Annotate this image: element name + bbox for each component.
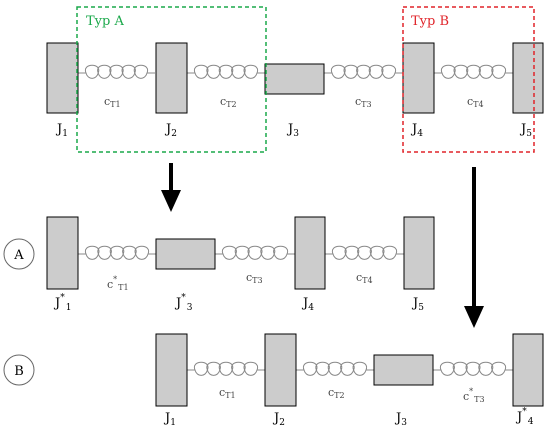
spring-t4-original bbox=[434, 64, 513, 79]
group-label-type-a: Typ A bbox=[86, 14, 124, 29]
spring-coil bbox=[78, 64, 155, 79]
inertia-label-j5: J5 bbox=[411, 296, 424, 313]
spring-label-t3: cT3 bbox=[355, 95, 372, 109]
inertia-label-j1-star: J*1 bbox=[53, 293, 71, 313]
variant-a-badge bbox=[3, 238, 35, 270]
group-box-type-b bbox=[402, 6, 535, 153]
spring-coil bbox=[324, 64, 403, 79]
inertia-label-j2: J2 bbox=[272, 411, 285, 428]
disk-j3 bbox=[373, 354, 434, 386]
disk-j1 bbox=[155, 333, 188, 407]
spring-label-t1: cT1 bbox=[104, 95, 121, 109]
group-box-type-a bbox=[76, 6, 267, 153]
spring-t1-variant-b bbox=[187, 361, 265, 376]
spring-t3-variant-a bbox=[215, 245, 295, 260]
spring-t3-original bbox=[324, 64, 403, 79]
spring-label-t4: cT4 bbox=[356, 271, 373, 285]
disk-j3-star bbox=[155, 238, 216, 270]
spring-t1-original bbox=[78, 64, 155, 79]
spring-t2-original bbox=[187, 64, 265, 79]
inertia-label-j1: J1 bbox=[163, 411, 176, 428]
row-original: cT1 cT2 cT3 cT4 J1 J2 J3 J4 J5 Typ A bbox=[46, 6, 544, 153]
spring-t1-star-variant-a bbox=[78, 245, 156, 260]
spring-label-t2: cT2 bbox=[328, 386, 345, 400]
inertia-label-j3: J3 bbox=[394, 411, 407, 428]
spring-label-t3: cT3 bbox=[246, 271, 263, 285]
arrow-down-icon bbox=[161, 163, 181, 212]
inertia-label-j2: J2 bbox=[164, 122, 177, 139]
inertia-label-j4: J4 bbox=[301, 296, 314, 313]
variant-b-badge-label: B bbox=[14, 364, 24, 379]
variant-a-badge-label: A bbox=[13, 248, 24, 263]
spring-coil bbox=[187, 361, 265, 376]
spring-t4-variant-a bbox=[325, 245, 404, 260]
spring-coil bbox=[187, 64, 265, 79]
inertia-label-j3: J3 bbox=[286, 122, 299, 139]
spring-label-t2: cT2 bbox=[220, 95, 237, 109]
disk-j2 bbox=[264, 333, 297, 407]
spring-label-t4: cT4 bbox=[467, 95, 484, 109]
spring-label-t1-star: c*T1 bbox=[107, 275, 129, 292]
spring-coil bbox=[215, 245, 295, 260]
inertia-label-j5: J5 bbox=[519, 122, 532, 139]
disk-j4 bbox=[402, 42, 435, 114]
spring-coil bbox=[434, 64, 513, 79]
disk-j5 bbox=[403, 216, 435, 290]
inertia-label-j3-star: J*3 bbox=[174, 293, 193, 313]
disk-j5 bbox=[512, 42, 544, 114]
spring-t3-star-variant-b bbox=[433, 361, 513, 376]
spring-label-t3-star: c*T3 bbox=[463, 387, 485, 404]
spring-coil bbox=[433, 361, 513, 376]
disk-j1 bbox=[46, 42, 79, 114]
disk-j1-star bbox=[46, 216, 79, 290]
disk-j2 bbox=[155, 42, 188, 114]
spring-coil bbox=[296, 361, 374, 376]
inertia-label-j4-star: J*4 bbox=[515, 407, 534, 427]
inertia-label-j1: J1 bbox=[55, 122, 68, 139]
row-variant-a: A c*T1 cT3 cT4 J*1 J*3 J4 J5 bbox=[3, 216, 435, 313]
disk-j4-star bbox=[512, 333, 544, 407]
disk-j4 bbox=[294, 216, 326, 290]
variant-b-badge bbox=[3, 354, 35, 386]
group-label-type-b: Typ B bbox=[411, 14, 449, 29]
arrow-down-icon bbox=[464, 167, 484, 328]
row-variant-b: B cT1 cT2 c*T3 J1 J2 J3 J*4 bbox=[3, 333, 544, 428]
spring-coil bbox=[325, 245, 404, 260]
disk-j3 bbox=[264, 63, 325, 95]
inertia-label-j4: J4 bbox=[410, 122, 423, 139]
spring-coil bbox=[78, 245, 156, 260]
spring-t2-variant-b bbox=[296, 361, 374, 376]
spring-label-t1: cT1 bbox=[219, 386, 236, 400]
